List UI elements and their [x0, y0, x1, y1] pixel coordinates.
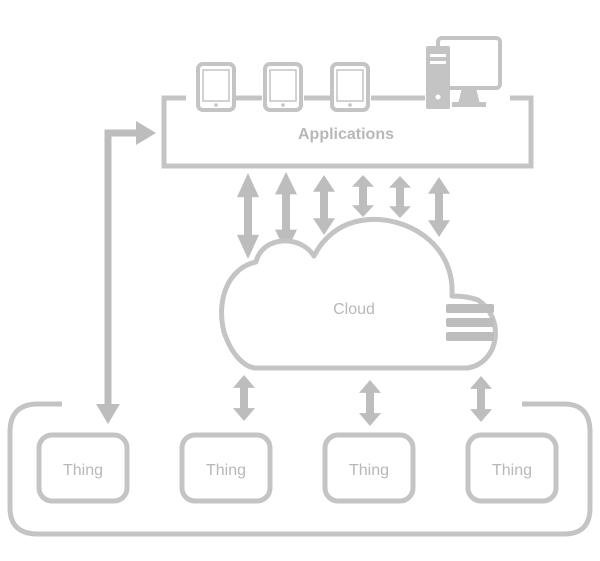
thing-label: Thing — [63, 462, 103, 479]
thing-label: Thing — [206, 462, 246, 479]
bidirectional-arrow-icon — [233, 375, 255, 421]
bidirectional-arrow-icon — [428, 177, 450, 237]
cloud-shape: Cloud — [219, 216, 498, 371]
database-stack-icon — [446, 304, 494, 341]
thing-label: Thing — [349, 462, 389, 479]
feedback-arrow — [96, 121, 156, 424]
tablet-icon — [196, 62, 236, 112]
cloud-label: Cloud — [333, 301, 375, 318]
thing-box: Thing — [322, 432, 416, 504]
desktop-computer-icon — [426, 36, 502, 109]
thing-label: Thing — [492, 462, 532, 479]
cloud-things-arrows — [233, 375, 492, 426]
thing-box: Thing — [179, 432, 273, 504]
thing-box: Thing — [36, 432, 130, 504]
applications-box: Applications — [161, 95, 534, 169]
bidirectional-arrow-icon — [470, 376, 492, 422]
things-container — [7, 401, 593, 537]
thing-box: Thing — [465, 432, 559, 504]
bidirectional-arrow-icon — [237, 173, 259, 259]
bidirectional-arrow-icon — [359, 380, 381, 426]
bidirectional-arrow-icon — [389, 176, 411, 218]
tablet-icon — [330, 62, 370, 112]
tablet-icon — [263, 62, 303, 112]
bidirectional-arrow-icon — [352, 175, 374, 217]
applications-label: Applications — [298, 126, 394, 143]
bidirectional-arrow-icon — [313, 175, 335, 235]
